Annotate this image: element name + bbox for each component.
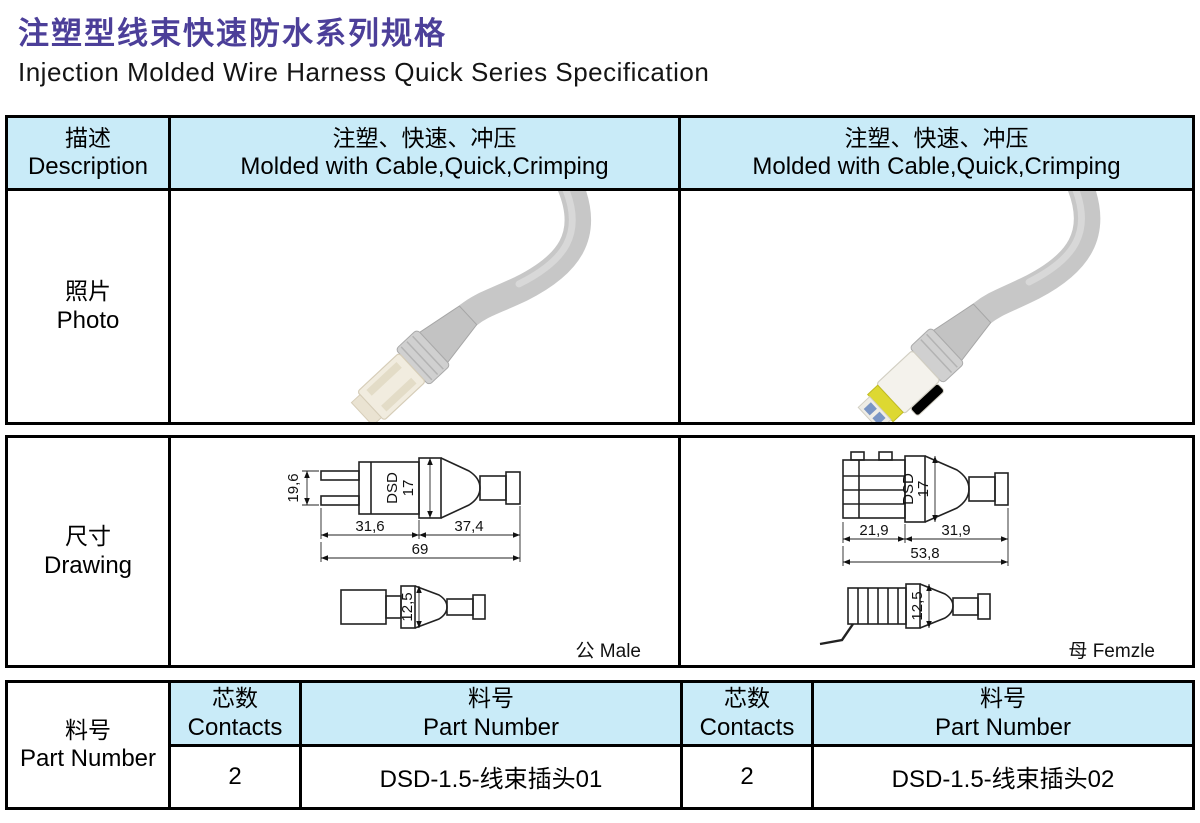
female-dimension-drawing: 21,9 31,9 53,8 DSD 17 12,5 母 Femzle xyxy=(819,451,1155,662)
female-dimension-lines xyxy=(842,456,1009,628)
female-brand-mark: DSD xyxy=(900,473,917,505)
drawing-label-en: Drawing xyxy=(43,551,133,579)
male-dim-len1: 31,6 xyxy=(355,518,384,535)
page-title-en: Injection Molded Wire Harness Quick Seri… xyxy=(18,57,710,87)
page-header: 注塑型线束快速防水系列规格 Injection Molded Wire Harn… xyxy=(18,8,709,88)
female-caption: 母 Femzle xyxy=(1068,641,1155,662)
drawing-table: 尺寸 Drawing xyxy=(5,435,1195,668)
male-connector xyxy=(350,305,478,422)
part-header-left-zh: 料号 xyxy=(468,684,514,711)
contacts-value-left: 2 xyxy=(171,746,299,807)
female-top-view xyxy=(842,451,1009,523)
male-dimension-lines xyxy=(302,458,521,628)
male-dim-len2: 37,4 xyxy=(454,518,483,535)
description-label-en: Description xyxy=(27,153,149,181)
description-label-zh: 描述 xyxy=(65,124,111,151)
contacts-header-left-zh: 芯数 xyxy=(212,684,258,711)
contacts-header-left: 芯数 Contacts xyxy=(171,683,299,744)
female-connector-photo xyxy=(681,191,1192,422)
description-right-zh: 注塑、快速、冲压 xyxy=(844,124,1029,151)
description-right-en: Molded with Cable,Quick,Crimping xyxy=(752,153,1121,181)
male-dim-dia: 17 xyxy=(400,480,417,497)
part-number-value-right: DSD-1.5-线束插头02 xyxy=(814,746,1192,807)
contacts-header-right-en: Contacts xyxy=(699,713,795,741)
male-brand-mark: DSD xyxy=(384,472,401,504)
male-dim-side: 12,5 xyxy=(399,592,416,621)
male-photo-image xyxy=(350,191,592,422)
cable xyxy=(454,191,592,329)
contacts-value-right: 2 xyxy=(683,746,811,807)
contacts-header-right: 芯数 Contacts xyxy=(683,683,811,744)
description-photo-table: 描述 Description 注塑、快速、冲压 Molded with Cabl… xyxy=(5,115,1195,425)
female-connector xyxy=(857,303,992,422)
description-left-en: Molded with Cable,Quick,Crimping xyxy=(240,153,609,181)
part-row-label: 料号 Part Number xyxy=(8,683,168,807)
drawing-row-label: 尺寸 Drawing xyxy=(8,438,168,665)
part-number-header-right: 料号 Part Number xyxy=(814,683,1192,744)
male-side-view xyxy=(340,585,486,629)
photo-label-en: Photo xyxy=(56,306,120,334)
female-side-view xyxy=(819,583,991,646)
female-photo-image xyxy=(857,191,1101,422)
part-header-left-en: Part Number xyxy=(422,713,560,741)
page-title-zh: 注塑型线束快速防水系列规格 xyxy=(18,16,447,51)
female-dim-total: 53,8 xyxy=(910,545,939,562)
part-number-value-left: DSD-1.5-线束插头01 xyxy=(302,746,680,807)
part-header-right-en: Part Number xyxy=(934,713,1072,741)
plug-slot-top xyxy=(381,377,417,412)
female-dim-len2: 31,9 xyxy=(941,522,970,539)
cable-highlight xyxy=(1025,191,1085,286)
male-caption: 公 Male xyxy=(576,641,641,662)
plug-slot-bottom xyxy=(366,361,402,396)
description-col-left: 注塑、快速、冲压 Molded with Cable,Quick,Crimpin… xyxy=(171,118,678,188)
cable-highlight xyxy=(515,191,576,288)
male-connector-photo xyxy=(171,191,678,422)
female-dim-len1: 21,9 xyxy=(859,522,888,539)
contacts-header-right-zh: 芯数 xyxy=(724,684,770,711)
female-dim-side: 12,5 xyxy=(909,591,926,620)
drawing-label-zh: 尺寸 xyxy=(65,523,111,550)
part-number-header-left: 料号 Part Number xyxy=(302,683,680,744)
blue-terminal-2 xyxy=(863,402,877,416)
cable xyxy=(968,191,1101,327)
female-drawing-cell: 21,9 31,9 53,8 DSD 17 12,5 母 Femzle xyxy=(681,438,1192,665)
plug-tip xyxy=(350,393,383,422)
female-dim-dia: 17 xyxy=(915,481,932,498)
male-dim-height: 19,6 xyxy=(285,473,302,502)
contacts-header-left-en: Contacts xyxy=(187,713,283,741)
male-top-view xyxy=(320,457,521,519)
male-dimension-drawing: 19,6 31,6 37,4 69 DSD 17 12,5 公 Male xyxy=(285,457,641,662)
part-header-right-zh: 料号 xyxy=(980,684,1026,711)
photo-row-label: 照片 Photo xyxy=(8,191,168,422)
description-row-label: 描述 Description xyxy=(8,118,168,188)
part-number-table: 料号 Part Number 芯数 Contacts 料号 Part Numbe… xyxy=(5,680,1195,810)
part-label-en: Part Number xyxy=(19,745,157,773)
blue-terminal-1 xyxy=(872,411,886,422)
part-label-zh: 料号 xyxy=(65,716,111,743)
photo-label-zh: 照片 xyxy=(65,278,111,305)
terminal-face xyxy=(857,395,892,422)
description-col-right: 注塑、快速、冲压 Molded with Cable,Quick,Crimpin… xyxy=(681,118,1192,188)
description-left-zh: 注塑、快速、冲压 xyxy=(332,124,517,151)
male-drawing-cell: 19,6 31,6 37,4 69 DSD 17 12,5 公 Male xyxy=(171,438,678,665)
male-dim-total: 69 xyxy=(412,541,429,558)
